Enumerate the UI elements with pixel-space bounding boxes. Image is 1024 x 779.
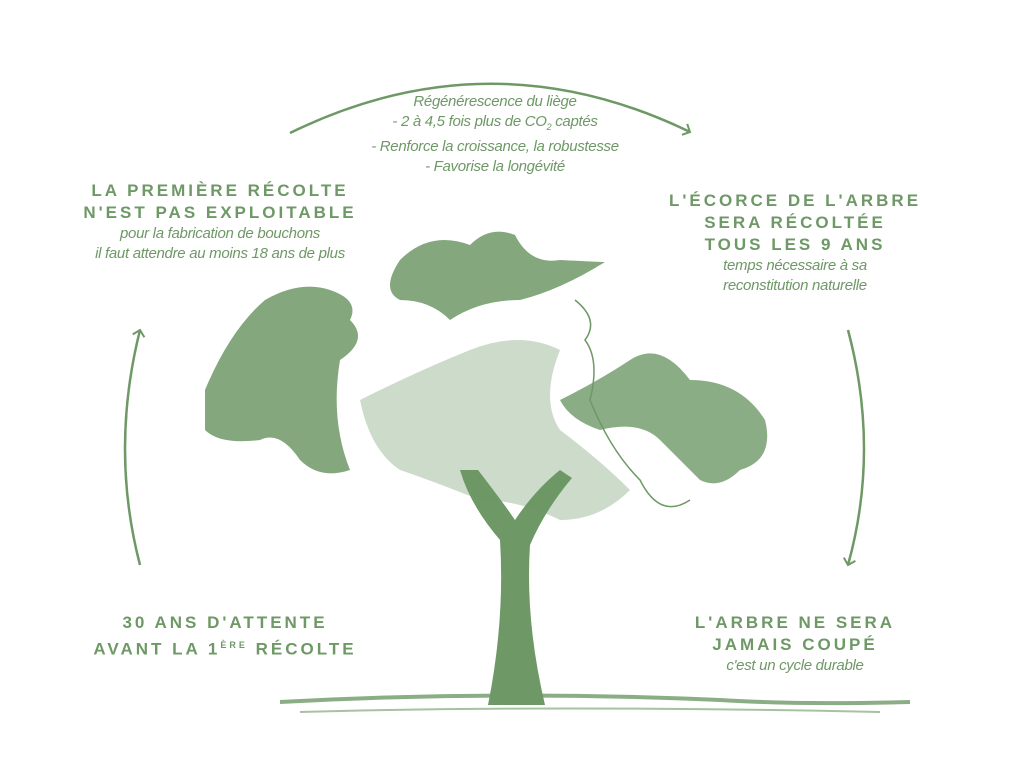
- right-top-heading-1: L'ÉCORCE DE L'ARBRE: [668, 191, 922, 210]
- canopy-center: [360, 340, 630, 520]
- right-top-block: L'ÉCORCE DE L'ARBRE SERA RÉCOLTÉE TOUS L…: [640, 190, 950, 296]
- canopy-outline: [574, 299, 691, 508]
- tree-illustration: [205, 231, 911, 713]
- top-benefits: Régénérescence du liège - 2 à 4,5 fois p…: [300, 92, 690, 177]
- top-line-2: - Renforce la croissance, la robustesse: [371, 138, 619, 155]
- ground-line-2: [299, 707, 881, 713]
- co2-subscript: 2: [546, 122, 552, 132]
- arrow-right: [842, 329, 866, 567]
- left-top-sub-1: pour la fabrication de bouchons: [119, 225, 320, 242]
- right-bottom-heading-1: L'ARBRE NE SERA: [694, 613, 896, 632]
- top-line-1: - 2 à 4,5 fois plus de CO2 captés: [300, 112, 690, 137]
- left-bottom-heading-2: AVANT LA 1ÈRE RÉCOLTE: [70, 634, 380, 661]
- right-top-heading-3: TOUS LES 9 ANS: [704, 235, 886, 254]
- right-top-sub-1: temps nécessaire à sa: [723, 257, 867, 274]
- right-bottom-sub-1: c'est un cycle durable: [726, 657, 864, 674]
- left-top-block: LA PREMIÈRE RÉCOLTE N'EST PAS EXPLOITABL…: [50, 180, 390, 264]
- left-bottom-heading-1: 30 ANS D'ATTENTE: [122, 613, 328, 632]
- top-line-3: - Favorise la longévité: [425, 158, 565, 175]
- arrow-top: [289, 82, 692, 136]
- ordinal-superscript: ÈRE: [220, 640, 248, 650]
- canopy-top: [390, 231, 605, 320]
- top-line-1-end: captés: [551, 113, 598, 130]
- left-top-heading-1: LA PREMIÈRE RÉCOLTE: [91, 181, 349, 200]
- canopy-right: [560, 353, 768, 484]
- canopy-left: [205, 286, 358, 474]
- right-top-sub-2: reconstitution naturelle: [723, 277, 867, 294]
- heading-2-end: RÉCOLTE: [247, 639, 357, 659]
- top-line-1-text: - 2 à 4,5 fois plus de CO: [392, 113, 547, 130]
- top-title: Régénérescence du liège: [413, 93, 577, 110]
- right-bottom-block: L'ARBRE NE SERA JAMAIS COUPÉ c'est un cy…: [660, 612, 930, 676]
- arrow-left: [123, 328, 146, 566]
- tree-trunk: [460, 470, 572, 705]
- left-top-heading-2: N'EST PAS EXPLOITABLE: [83, 203, 357, 222]
- right-top-heading-2: SERA RÉCOLTÉE: [704, 213, 886, 232]
- ground: [279, 693, 911, 706]
- heading-2-start: AVANT LA 1: [93, 639, 221, 659]
- right-bottom-heading-2: JAMAIS COUPÉ: [712, 635, 878, 654]
- left-top-sub-2: il faut attendre au moins 18 ans de plus: [95, 245, 345, 262]
- left-bottom-block: 30 ANS D'ATTENTE AVANT LA 1ÈRE RÉCOLTE: [70, 612, 380, 661]
